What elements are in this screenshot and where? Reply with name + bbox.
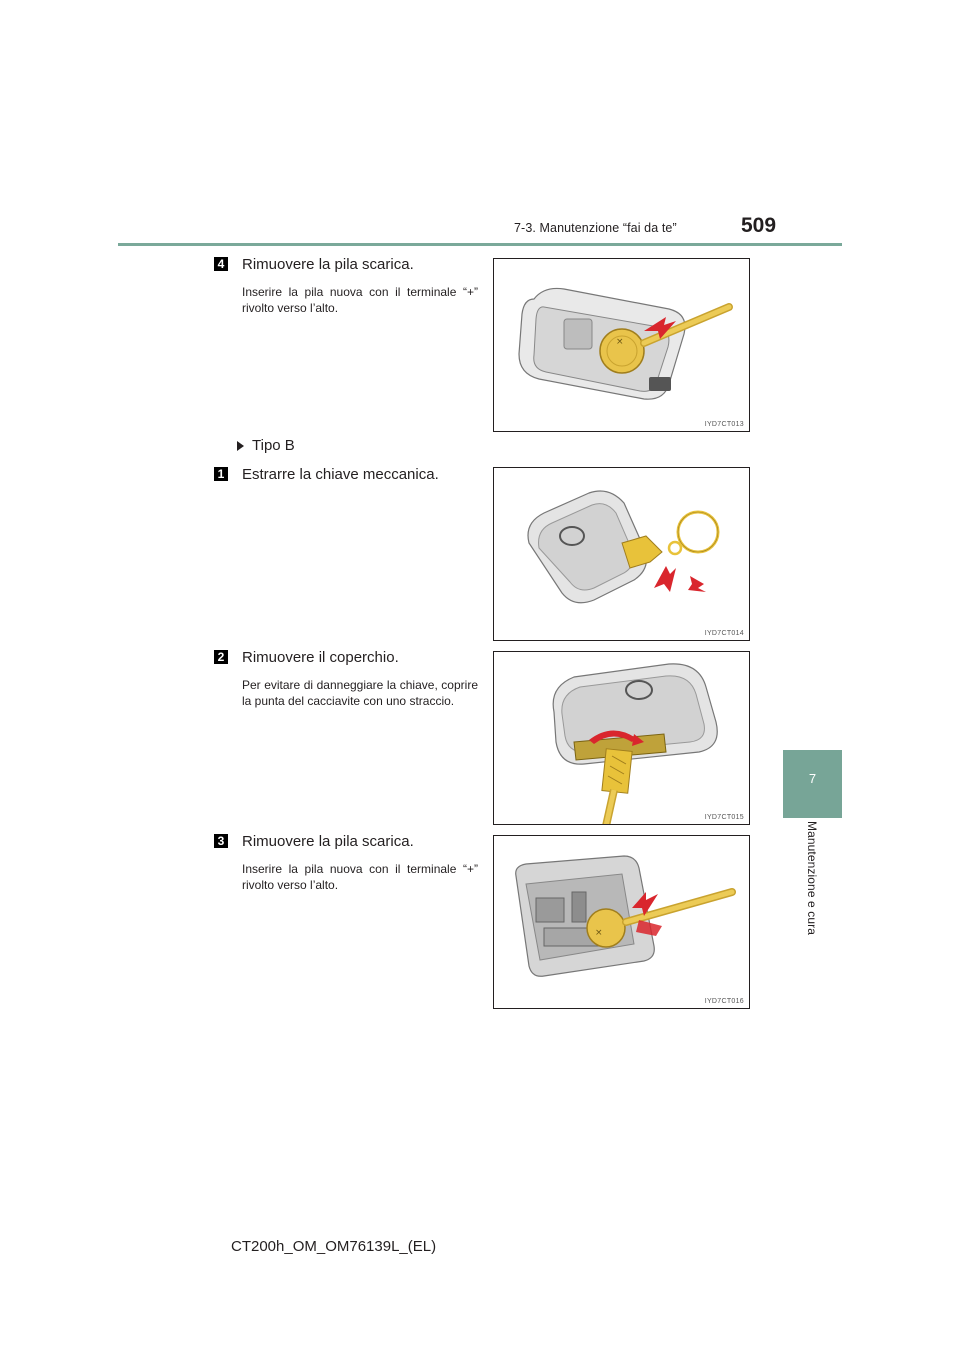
step-badge: 2 xyxy=(214,650,228,664)
step-title: Estrarre la chiave meccanica. xyxy=(242,466,439,483)
section-title: 7-3. Manutenzione “fai da te” xyxy=(514,221,677,235)
illustration-battery-removal-type-a: × IYD7CT013 xyxy=(493,258,750,432)
step-note: Inserire la pila nuova con il terminale … xyxy=(242,862,478,892)
illustration-extract-mechanical-key: IYD7CT014 xyxy=(493,467,750,641)
chapter-tab: 7 xyxy=(783,750,842,818)
illustration-code: IYD7CT015 xyxy=(704,814,744,821)
step-note: Inserire la pila nuova con il terminale … xyxy=(242,285,478,315)
step-note: Per evitare di danneggiare la chiave, co… xyxy=(242,678,478,708)
battery-removal-type-b-drawing: × xyxy=(515,855,736,977)
illustration-battery-removal-type-b: × IYD7CT016 xyxy=(493,835,750,1009)
header-divider xyxy=(118,243,842,246)
step-title: Rimuovere la pila scarica. xyxy=(242,256,414,273)
key-extraction-drawing xyxy=(527,490,720,604)
step-title: Rimuovere il coperchio. xyxy=(242,649,399,666)
step-badge: 3 xyxy=(214,834,228,848)
cover-removal-drawing xyxy=(552,663,718,824)
battery-removal-drawing: × xyxy=(518,287,733,400)
type-b-text: Tipo B xyxy=(252,437,295,454)
step-title: Rimuovere la pila scarica. xyxy=(242,833,414,850)
svg-text:×: × xyxy=(616,337,624,347)
svg-text:×: × xyxy=(595,928,603,938)
page-number: 509 xyxy=(741,214,777,237)
step-badge: 4 xyxy=(214,257,228,271)
illustration-code: IYD7CT013 xyxy=(704,421,744,428)
chapter-number: 7 xyxy=(808,771,817,786)
illustration-code: IYD7CT014 xyxy=(704,630,744,637)
step-badge: 1 xyxy=(214,467,228,481)
document-code: CT200h_OM_OM76139L_(EL) xyxy=(231,1238,437,1255)
triangle-bullet-icon xyxy=(237,441,244,451)
illustration-remove-cover: IYD7CT015 xyxy=(493,651,750,825)
type-b-label: Tipo B xyxy=(237,437,295,454)
chapter-title: Manutenzione e cura xyxy=(805,821,819,935)
illustration-code: IYD7CT016 xyxy=(704,998,744,1005)
